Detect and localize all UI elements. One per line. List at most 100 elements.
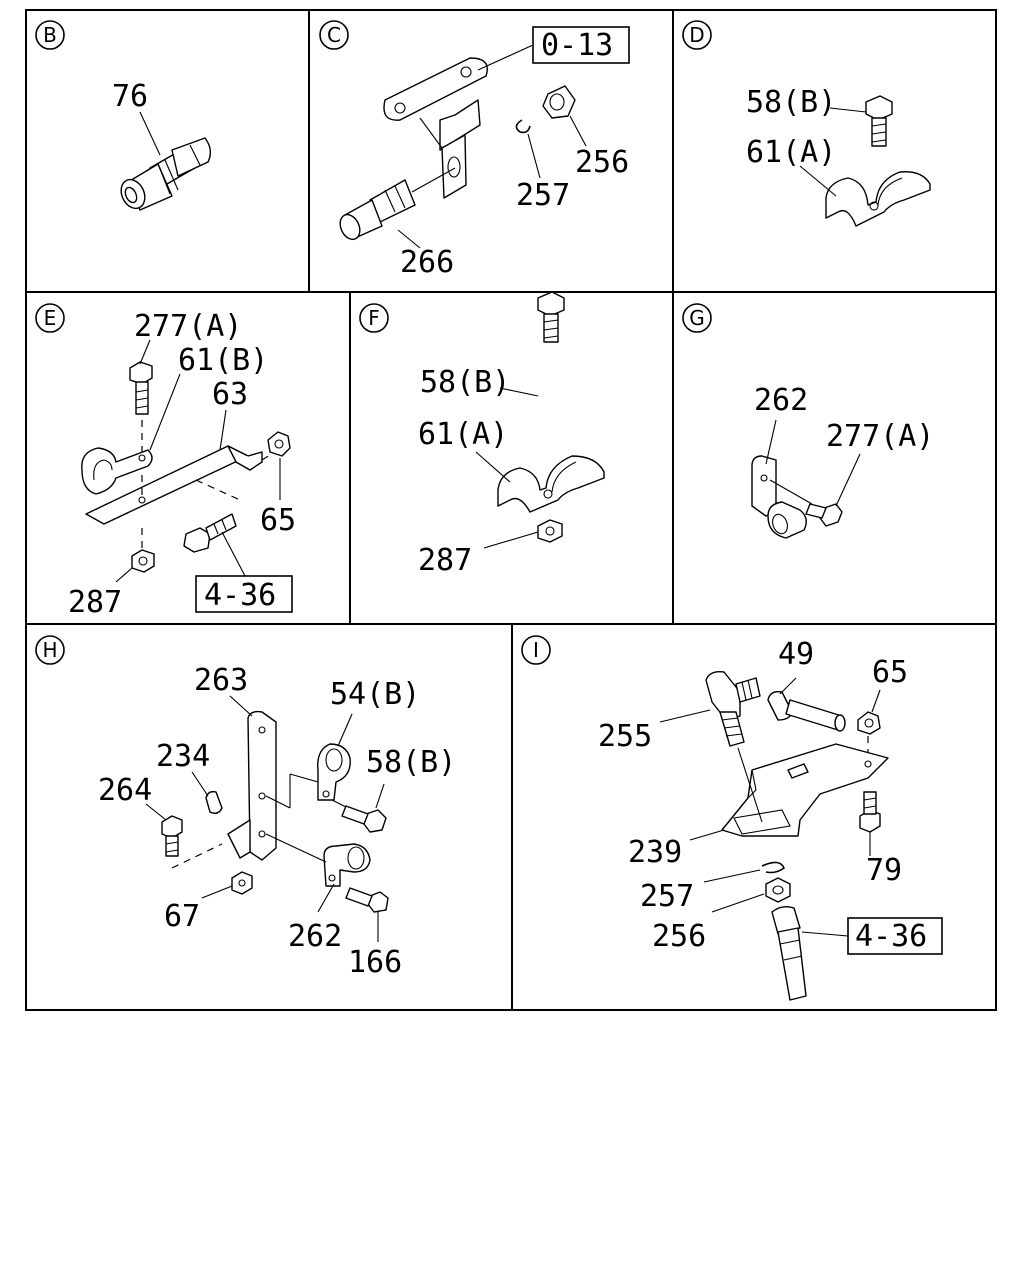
part-239-bracket bbox=[721, 743, 889, 837]
label-49: 49 bbox=[778, 637, 814, 672]
label-61a-f: 61(A) bbox=[418, 417, 508, 452]
part-287-nut-f bbox=[537, 519, 563, 543]
part-256-nut-i bbox=[765, 877, 791, 903]
leader-256 bbox=[569, 115, 587, 147]
leader-67 bbox=[201, 885, 233, 899]
panel-b: B 76 bbox=[35, 20, 212, 211]
label-58b: 58(B) bbox=[746, 85, 836, 120]
label-277a: 277(A) bbox=[134, 309, 242, 344]
part-63-bracket bbox=[85, 445, 279, 525]
panel-d: D 58(B) 61(A) bbox=[682, 20, 931, 227]
label-256-i: 256 bbox=[652, 919, 706, 954]
part-277a-bolt bbox=[129, 361, 153, 455]
panel-letter-b: B bbox=[35, 20, 65, 50]
label-287: 287 bbox=[68, 585, 122, 620]
leader-0-13 bbox=[477, 44, 534, 71]
ref-0-13: 0-13 bbox=[541, 28, 613, 63]
part-58b-bolt bbox=[865, 95, 893, 147]
part-257-washer bbox=[515, 119, 531, 134]
ref-4-36-e: 4-36 bbox=[204, 578, 276, 613]
leader-239 bbox=[689, 829, 725, 841]
ref-box-4-36-e bbox=[195, 575, 293, 613]
leader-262-g bbox=[765, 419, 777, 465]
label-257-i: 257 bbox=[640, 879, 694, 914]
part-277a-bolt-g bbox=[805, 503, 843, 527]
leader-257-i bbox=[703, 869, 761, 883]
leader-65-i bbox=[871, 689, 881, 713]
part-257-washer-i bbox=[761, 861, 785, 874]
panel-f: F 58(B) 61(A) 287 bbox=[359, 291, 605, 578]
label-67: 67 bbox=[164, 899, 200, 934]
label-65-i: 65 bbox=[872, 655, 908, 690]
label-266: 266 bbox=[400, 245, 454, 280]
part-61a-clip-f bbox=[497, 455, 605, 513]
part-61b-clip bbox=[81, 447, 153, 495]
label-239: 239 bbox=[628, 835, 682, 870]
label-263: 263 bbox=[194, 663, 248, 698]
svg-text:E: E bbox=[44, 306, 57, 330]
part-67-nut bbox=[231, 871, 253, 895]
leader-256-i bbox=[711, 893, 765, 913]
svg-text:F: F bbox=[368, 306, 380, 330]
part-79-bolt bbox=[859, 791, 881, 833]
leader-58b-f bbox=[499, 387, 539, 397]
label-262-g: 262 bbox=[754, 383, 808, 418]
part-58b-bolt-f bbox=[537, 291, 565, 343]
leader-287 bbox=[115, 567, 133, 583]
leader-4-36-i bbox=[801, 931, 849, 937]
label-262-h: 262 bbox=[288, 919, 342, 954]
part-287-nut bbox=[131, 528, 155, 573]
label-287-f: 287 bbox=[418, 543, 472, 578]
part-76-fitting bbox=[120, 137, 212, 211]
leader-262-h bbox=[317, 883, 335, 913]
panel-letter-f: F bbox=[359, 303, 389, 333]
label-58b-h: 58(B) bbox=[366, 745, 456, 780]
part-49-hose bbox=[767, 690, 846, 732]
leader-277a bbox=[139, 339, 151, 365]
leader-263 bbox=[229, 695, 253, 717]
svg-text:H: H bbox=[42, 638, 57, 662]
svg-text:I: I bbox=[533, 638, 539, 662]
panel-letter-i: I bbox=[521, 635, 551, 665]
label-277a-g: 277(A) bbox=[826, 419, 934, 454]
label-255: 255 bbox=[598, 719, 652, 754]
panel-letter-d: D bbox=[682, 20, 712, 50]
leader-257 bbox=[527, 133, 541, 179]
part-256-nut bbox=[542, 85, 576, 119]
part-61a-clip bbox=[825, 171, 931, 227]
label-65: 65 bbox=[260, 503, 296, 538]
label-234: 234 bbox=[156, 739, 210, 774]
part-54b-clip bbox=[317, 743, 351, 809]
svg-text:G: G bbox=[689, 306, 705, 330]
label-61b: 61(B) bbox=[178, 343, 268, 378]
leader-61b bbox=[149, 373, 181, 451]
part-234-spacer bbox=[205, 790, 223, 815]
leader-49 bbox=[779, 677, 797, 695]
label-63: 63 bbox=[212, 377, 248, 412]
panel-g: G 262 277(A) bbox=[682, 303, 934, 539]
part-4-36-pipe-i bbox=[771, 905, 807, 1001]
part-262-clip-h bbox=[265, 833, 371, 887]
label-58b-f: 58(B) bbox=[420, 365, 510, 400]
leader-76 bbox=[139, 111, 161, 156]
leader-58b bbox=[829, 107, 867, 113]
panel-e: E bbox=[35, 303, 296, 620]
part-264-bolt bbox=[161, 815, 223, 869]
panel-letter-c: C bbox=[319, 20, 349, 50]
label-61a: 61(A) bbox=[746, 135, 836, 170]
label-79: 79 bbox=[866, 853, 902, 888]
leader-58b-h bbox=[375, 783, 385, 809]
ref-4-36-i: 4-36 bbox=[855, 919, 927, 954]
part-262-bracket-g bbox=[751, 455, 813, 539]
panel-h: H bbox=[35, 635, 456, 980]
panel-letter-g: G bbox=[682, 303, 712, 333]
part-0-13-bracket bbox=[383, 57, 488, 199]
leader-63 bbox=[219, 409, 227, 451]
part-166-bolt bbox=[345, 887, 389, 913]
leader-4-36-e bbox=[221, 531, 246, 577]
leader-54b bbox=[337, 713, 353, 747]
panel-letter-h: H bbox=[35, 635, 65, 665]
panel-letter-e: E bbox=[35, 303, 65, 333]
part-255-tee bbox=[705, 670, 761, 747]
